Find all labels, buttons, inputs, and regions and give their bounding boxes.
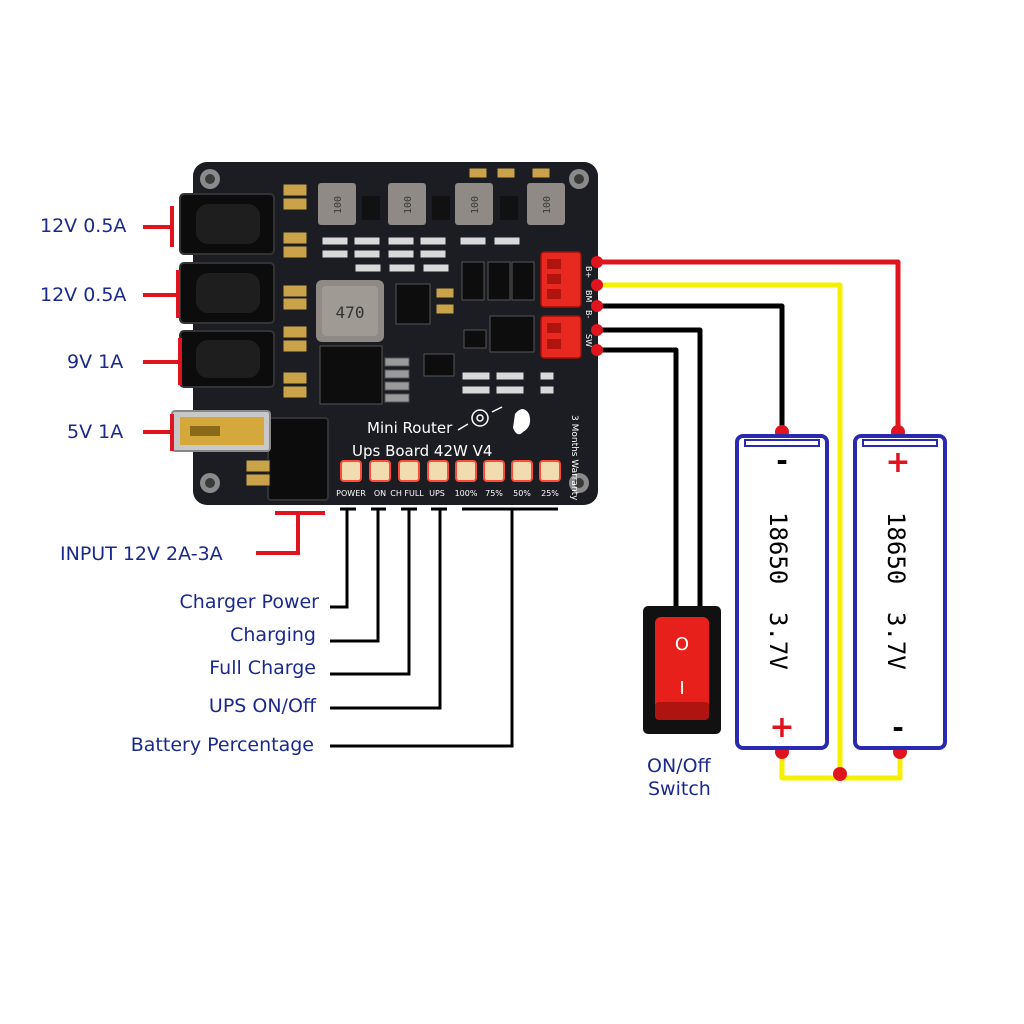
switch-on-symbol: O [675,634,689,655]
battery-2-top-terminal: + [885,445,910,480]
battery-connectors: B+ BM B- SW [540,251,593,359]
inductor-marking: 100 [333,196,344,214]
led-label: 25% [541,489,559,498]
led-label: 100% [455,489,478,498]
battery-1-voltage: 3.7V [764,612,792,670]
battery-2-bottom-terminal: - [892,711,904,744]
battery-1-top-terminal: - [776,444,788,477]
wires [597,259,903,781]
led-label: CH FULL [390,489,424,498]
led-label: 50% [513,489,531,498]
indicator-label-full-charge: Full Charge [209,657,316,679]
inductor-marking: 100 [542,196,553,214]
indicator-leds: POWER ON CH FULL UPS 100% 75% 50% 25% [336,460,561,498]
indicator-label-charger-power: Charger Power [179,591,319,613]
mounting-holes [200,169,589,493]
small-inductors: 100 100 100 100 [318,183,565,225]
switch-label-line2: Switch [648,778,711,800]
battery-2-voltage: 3.7V [882,612,910,670]
output-label-12v-1: 12V 0.5A [40,215,127,237]
output-label-5v: 5V 1A [67,421,124,443]
on-off-switch: O I [643,606,721,734]
board-logo-icon [457,406,531,435]
main-inductor: 470 [316,280,384,342]
connector-label: BM [584,290,593,302]
battery-1-bottom-terminal: + [769,710,794,745]
input-label: INPUT 12V 2A-3A [60,543,223,565]
indicator-label-charging: Charging [230,624,316,646]
battery-2-model: 18650 [882,512,910,584]
indicator-leaders [330,507,558,748]
led-label: 75% [485,489,503,498]
dc-jacks [179,193,329,501]
battery-2: + - 18650 3.7V [853,434,947,750]
board-title-line2: Ups Board 42W V4 [352,442,492,460]
output-markers [143,206,325,555]
switch-off-symbol: I [679,678,684,699]
battery-1: - + 18650 3.7V [735,434,829,750]
resistor-arrays [321,236,555,395]
switch-label-line1: ON/Off [647,755,711,777]
connector-label: B- [584,310,593,318]
usb-port [171,410,271,452]
led-label: POWER [336,489,366,498]
led-label: ON [374,489,386,498]
board-title-line1: Mini Router [367,419,453,437]
warranty-text: 3 Months Warranty [569,415,579,501]
inductor-470-marking: 470 [336,303,365,322]
indicator-label-battery-percentage: Battery Percentage [130,734,314,756]
chips [319,261,535,405]
ups-board: 100 100 100 100 470 [171,162,598,505]
output-label-9v: 9V 1A [67,351,124,373]
inductor-marking: 100 [403,196,414,214]
capacitors [245,167,551,487]
connector-label: SW [584,334,593,347]
indicator-label-ups-onoff: UPS ON/Off [208,695,316,717]
led-label: UPS [429,489,445,498]
output-label-12v-2: 12V 0.5A [40,284,127,306]
connector-label: B+ [584,266,593,278]
battery-1-model: 18650 [764,512,792,584]
inductor-marking: 100 [470,196,481,214]
